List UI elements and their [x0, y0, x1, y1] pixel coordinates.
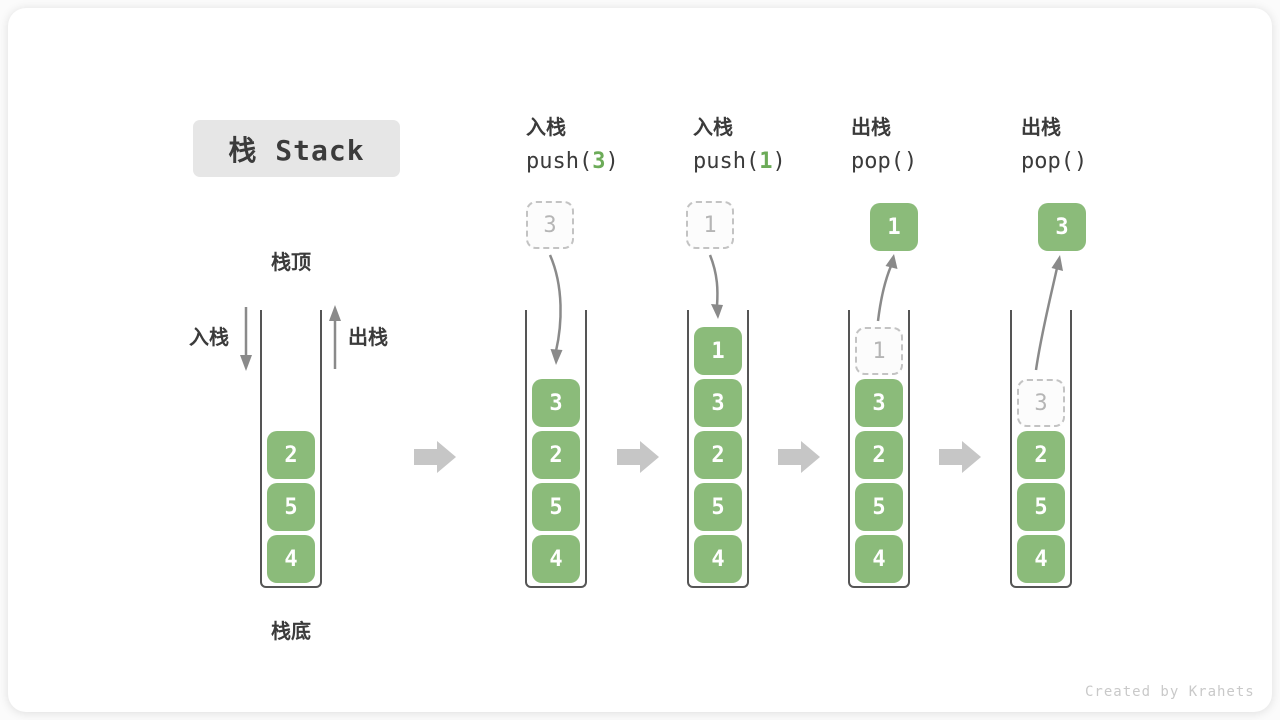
- stack-item: 4: [532, 535, 580, 583]
- stack-frame-5: 3 2 5 4: [1010, 310, 1072, 588]
- pop-curved-arrow-icon: [1034, 255, 1063, 371]
- stack-item: 4: [855, 535, 903, 583]
- operation-code: pop(): [851, 149, 917, 175]
- stack-item: 2: [267, 431, 315, 479]
- operation-push-3: 入栈 push(3): [526, 116, 619, 175]
- stack-frame-3: 1 3 2 5 4: [687, 310, 749, 588]
- watermark: Created by Krahets: [1085, 684, 1255, 700]
- stack-bottom-label: 栈底: [271, 621, 311, 643]
- operation-code: push(1): [693, 149, 786, 175]
- pop-direction-label: 出栈: [348, 327, 388, 349]
- operation-code: push(3): [526, 149, 619, 175]
- popped-slot-ghost: 3: [1017, 379, 1065, 427]
- stack-item: 5: [267, 483, 315, 531]
- step-arrow-icon: [778, 441, 820, 473]
- operation-cjk-label: 入栈: [526, 117, 566, 139]
- push-direction-label: 入栈: [189, 327, 229, 349]
- code-fn: push(: [693, 149, 760, 174]
- code-fn: pop(: [1021, 149, 1074, 174]
- code-close: ): [1073, 149, 1088, 174]
- step-arrow-icon: [414, 441, 456, 473]
- stack-item: 5: [532, 483, 580, 531]
- stack-item: 4: [267, 535, 315, 583]
- stack-item: 4: [1017, 535, 1065, 583]
- incoming-value-box: 3: [526, 201, 574, 249]
- push-curved-arrow-icon: [708, 254, 723, 319]
- stack-item: 5: [694, 483, 742, 531]
- step-arrow-icon: [617, 441, 659, 473]
- stack-item: 3: [855, 379, 903, 427]
- pop-curved-arrow-icon: [876, 254, 898, 322]
- operation-pop-first: 出栈 pop(): [851, 116, 917, 175]
- code-arg: 1: [759, 149, 773, 174]
- title-badge: 栈 Stack: [193, 120, 400, 177]
- operation-cjk-label: 出栈: [1021, 117, 1061, 139]
- popped-slot-ghost: 1: [855, 327, 903, 375]
- stack-item: 4: [694, 535, 742, 583]
- operation-pop-second: 出栈 pop(): [1021, 116, 1087, 175]
- stack-item: 2: [532, 431, 580, 479]
- stack-item: 3: [532, 379, 580, 427]
- stack-item: 2: [855, 431, 903, 479]
- stack-frame-1: 2 5 4: [260, 310, 322, 588]
- stack-item: 2: [1017, 431, 1065, 479]
- code-close: ): [605, 149, 619, 174]
- stack-item: 2: [694, 431, 742, 479]
- code-fn: pop(: [851, 149, 904, 174]
- pop-up-arrow-icon: [329, 305, 341, 369]
- code-arg: 3: [592, 149, 606, 174]
- operation-push-1: 入栈 push(1): [693, 116, 786, 175]
- page-title: 栈 Stack: [228, 133, 365, 167]
- incoming-value-box: 1: [686, 201, 734, 249]
- stack-item: 5: [855, 483, 903, 531]
- step-arrow-icon: [939, 441, 981, 473]
- code-close: ): [903, 149, 918, 174]
- push-curved-arrow-icon: [548, 254, 563, 365]
- popped-value-box: 1: [870, 203, 918, 251]
- stack-item: 1: [694, 327, 742, 375]
- code-close: ): [772, 149, 786, 174]
- operation-cjk-label: 入栈: [693, 117, 733, 139]
- popped-value-box: 3: [1038, 203, 1086, 251]
- stack-item: 3: [694, 379, 742, 427]
- operation-cjk-label: 出栈: [851, 117, 891, 139]
- operation-code: pop(): [1021, 149, 1087, 175]
- push-down-arrow-icon: [240, 307, 252, 371]
- stack-top-label: 栈顶: [271, 252, 311, 274]
- code-fn: push(: [526, 149, 593, 174]
- figure-card: 栈 Stack 入栈 push(3) 入栈 push(1) 出栈 pop() 出…: [8, 8, 1272, 712]
- stack-frame-4: 1 3 2 5 4: [848, 310, 910, 588]
- stack-item: 5: [1017, 483, 1065, 531]
